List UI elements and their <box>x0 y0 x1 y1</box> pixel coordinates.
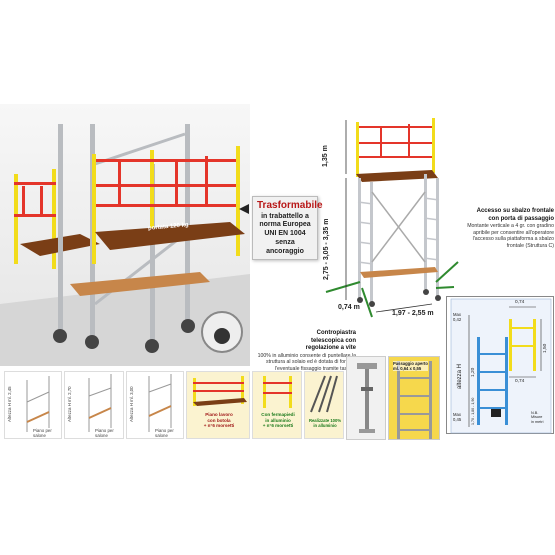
thumb-3-piano: Piano per salone <box>155 428 174 439</box>
outrigger-photo: Realizzate 100% in alluminio <box>304 371 344 439</box>
fermapiedi-label: Con fermapiedi in alluminio + n°6 morset… <box>253 412 303 429</box>
contropiastra-title: Contropiastra <box>316 330 356 336</box>
accesso-caption: Accesso su sbalzo frontale con porta di … <box>462 208 554 249</box>
contropiastra-text: 100% in alluminio consente di puntellare… <box>257 352 356 372</box>
ladder-frame-icon <box>397 361 432 439</box>
diag-sub-vals: 1,70 - 1,80 - 1,90 <box>471 397 475 425</box>
diag-height-label: altezza H <box>457 363 463 389</box>
thumb-1-piano: Piano per salone <box>33 428 52 439</box>
passaggio-label: Passaggio aperto ml. 0,64 x 0,55 <box>393 361 428 372</box>
accesso-title2: con porta di passaggio <box>488 215 554 222</box>
trasformabile-box: Trasformabile in trabattello a norma Eur… <box>252 196 323 261</box>
scaffold-illustration <box>0 124 250 366</box>
diag-bottom-dim: 0,74 <box>515 379 525 384</box>
thumb-2-drawing <box>88 374 112 432</box>
tech-diagram-drawing <box>450 298 552 434</box>
thumb-1-height: Altezza H ml. 2,45 <box>7 386 12 422</box>
dim-depth: 0,74 m <box>338 304 360 311</box>
alluminio-label: Realizzate 100% in alluminio <box>305 418 345 428</box>
diag-h-1-50: 1,50 <box>543 343 548 353</box>
accesso-title: Accesso su sbalzo frontale <box>476 208 554 214</box>
thumb-2-height: Altezza H ml. 2,70 <box>67 386 72 422</box>
arrow-left-icon <box>239 204 249 214</box>
dim-top-height: 1,35 m <box>322 145 329 167</box>
piano-lavoro-drawing <box>193 376 247 406</box>
main-scaffold-render: portata 120 kg <box>0 104 250 366</box>
piano-line1: Piano lavoro <box>205 412 233 417</box>
piano-photo: Piano lavoro con botola + n°6 morsetti <box>186 371 250 439</box>
fermapiedi-line2: in alluminio <box>265 417 291 423</box>
alluminio-line1: Realizzate 100% <box>308 418 342 423</box>
screw-plate-icon <box>357 363 377 433</box>
fermapiedi-photo: Con fermapiedi in alluminio + n°6 morset… <box>252 371 302 439</box>
diag-h-1-20: 1,20 <box>471 367 476 377</box>
trasformabile-title: Trasformabile <box>257 200 323 211</box>
tech-diagram: 0,74 Max 0,42 altezza H 1,20 1,50 1,70 -… <box>446 296 554 434</box>
thumb-config-3: Altezza H ml. 3,00 Piano per salone <box>126 371 184 439</box>
piano-line2: con botola <box>207 417 231 423</box>
passaggio-line1: Passaggio aperto <box>393 361 428 366</box>
diag-max-bot-val: 0,45 <box>453 416 462 422</box>
piano-line3: + n°6 morsetti <box>203 423 235 428</box>
thumb-2-piano: Piano per salone <box>95 428 114 439</box>
thumb-config-2: Altezza H ml. 2,70 Piano per salone <box>64 371 124 439</box>
trasformabile-line2: norma Europea <box>259 221 311 229</box>
outrigger-drawing <box>310 375 338 413</box>
plate-photo <box>346 356 386 440</box>
fermapiedi-line3: + n°6 morsetti <box>262 423 294 428</box>
diag-note3: in metri <box>531 419 544 424</box>
dimensioned-scaffold: 1,35 m 2,75 - 3,05 - 3,35 m 0,74 m 1,97 … <box>320 112 460 322</box>
trasformabile-line3: UNI EN 1004 <box>264 230 306 237</box>
dim-main-height: 2,75 - 3,05 - 3,35 m <box>323 218 330 280</box>
contropiastra-caption: Contropiastra telescopica con regolazion… <box>246 330 356 372</box>
diag-top-dim: 0,74 <box>515 300 525 305</box>
fermapiedi-drawing <box>263 376 292 408</box>
diag-max-top-label: Max <box>453 312 461 317</box>
accesso-text: Montante verticale a 4 gr. con gradino a… <box>467 223 554 249</box>
diag-max-top: Max 0,42 <box>453 312 462 322</box>
alluminio-line2: in alluminio <box>313 423 337 429</box>
scaffold-dimension-drawing <box>325 118 459 318</box>
thumb-1-drawing <box>26 376 50 432</box>
dim-width: 1,97 - 2,55 m <box>392 310 434 317</box>
diag-note1: N.B. <box>531 411 539 415</box>
trasformabile-line1: in trabattello a <box>261 212 309 220</box>
thumb-3-height: Altezza H ml. 3,00 <box>129 386 134 422</box>
trasformabile-line4: senza ancoraggio <box>266 238 304 255</box>
diag-max-top-val: 0,42 <box>453 316 462 322</box>
diag-max-bot-label: Max <box>453 412 461 417</box>
piano-label: Piano lavoro con botola + n°6 morsetti <box>189 412 249 429</box>
fermapiedi-line1: Con fermapiedi <box>261 412 295 417</box>
thumb-3-drawing <box>148 374 172 432</box>
contropiastra-title2: telescopica con <box>310 337 356 344</box>
passaggio-line2: ml. 0,64 x 0,55 <box>393 366 422 372</box>
thumb-config-1: Altezza H ml. 2,45 Piano per salone <box>4 371 62 439</box>
contropiastra-title3: regolazione a vite <box>305 345 356 351</box>
passaggio-photo: Passaggio aperto ml. 0,64 x 0,55 <box>388 356 440 440</box>
diag-max-bot: Max 0,45 <box>453 412 462 422</box>
diag-note: N.B. Misure in metri <box>531 411 543 424</box>
diag-note2: Misure <box>531 415 543 420</box>
